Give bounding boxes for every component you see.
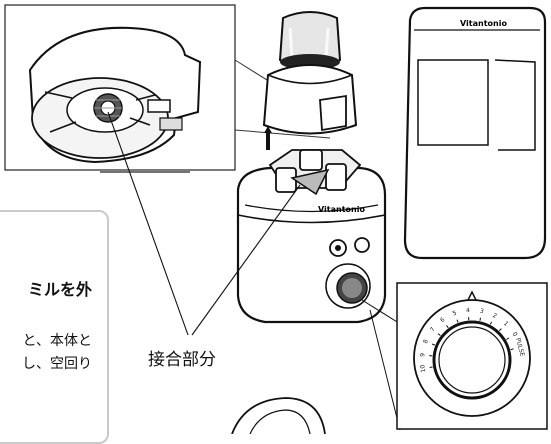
blender-pitcher <box>405 8 545 258</box>
grinder-mill-jar <box>264 12 356 134</box>
up-arrow-icon <box>264 126 272 150</box>
warning-callout-box: ミルを外 と、本体と し、空回り <box>0 210 109 444</box>
dial-tick <box>430 367 433 368</box>
dial-tick <box>480 318 481 321</box>
blender-motor-base <box>238 150 385 322</box>
dial-mark-4: 4 <box>466 307 471 314</box>
bottom-partial-part <box>232 398 325 434</box>
dial-tick <box>511 349 514 350</box>
callout-line-1: と、本体と <box>0 330 92 350</box>
body-brand-logo: Vitantonio <box>318 205 365 214</box>
callout-title: ミルを外 <box>0 276 92 300</box>
dial-mark-10: 10 <box>419 364 427 373</box>
callout-line-2: し、空回り <box>0 353 92 373</box>
joint-part-label: 接合部分 <box>148 345 216 370</box>
pitcher-brand-logo: Vitantonio <box>460 19 507 28</box>
